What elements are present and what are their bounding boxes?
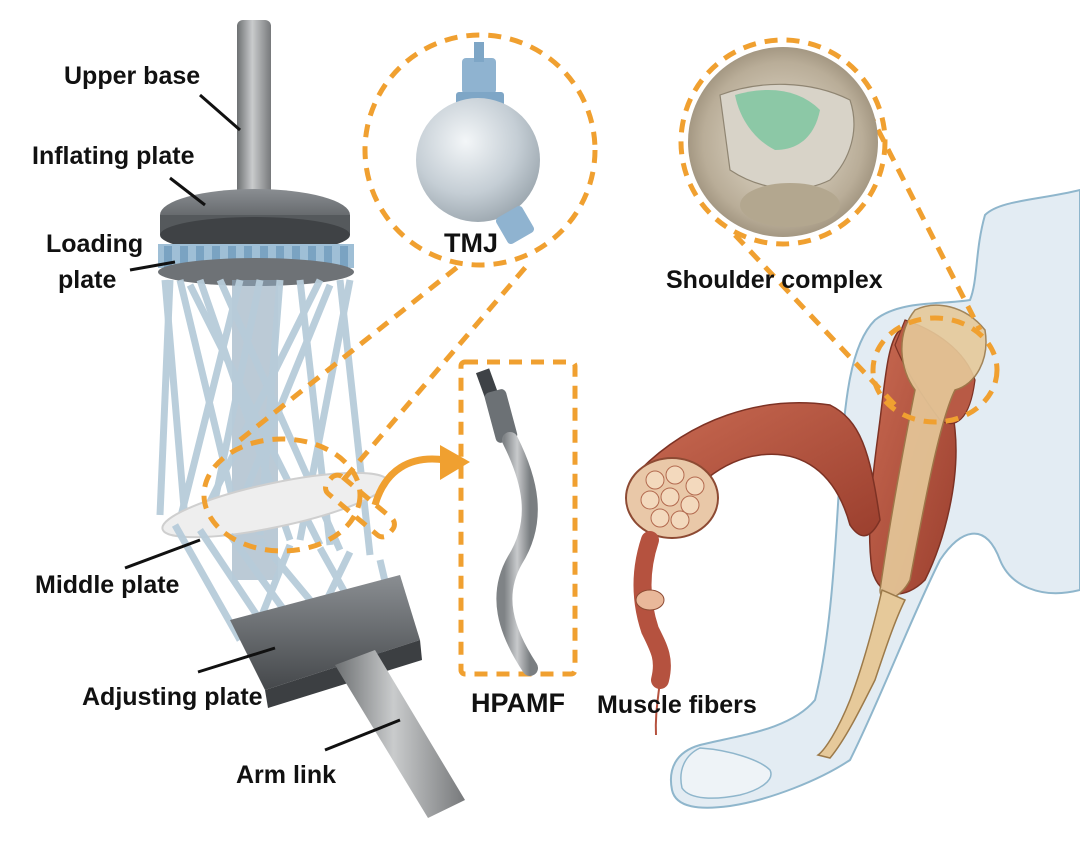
muscle-bundle-body [639, 402, 881, 537]
tmj-joint-illustration [416, 42, 540, 245]
muscle-fascicles [640, 465, 705, 530]
robot-tube-box [323, 472, 397, 540]
robot-detail-ellipse [201, 436, 363, 554]
label-upper-base: Upper base [64, 62, 200, 90]
label-muscle-fibers: Muscle fibers [597, 691, 757, 719]
label-loading-plate-line1: Loading [46, 230, 143, 258]
tmj-ball [416, 98, 540, 222]
label-inflating-plate: Inflating plate [32, 142, 195, 170]
hpamf-hose [496, 432, 538, 676]
muscle-fiber-bundle [625, 402, 881, 736]
hand-outline [680, 747, 772, 799]
label-tmj: TMJ [444, 228, 498, 258]
single-fiber-thread [654, 679, 661, 736]
upper-base-rod [237, 20, 271, 235]
robot-arm-render [156, 20, 465, 818]
humerus-bone [879, 304, 987, 600]
muscle-fiber-strand [633, 531, 671, 689]
hpamf-arrow [371, 445, 470, 507]
forearm-bones [816, 588, 907, 759]
label-adjusting-plate: Adjusting plate [82, 683, 263, 711]
fiber-cross-section [635, 589, 665, 611]
label-hpamf: HPAMF [471, 688, 565, 718]
label-loading-plate-line2: plate [58, 266, 116, 294]
label-shoulder-complex: Shoulder complex [666, 266, 883, 294]
shoulder-zoom-circle [678, 37, 888, 247]
callout-lines [201, 32, 1000, 677]
label-middle-plate: Middle plate [35, 571, 180, 599]
leader-lines [124, 93, 401, 752]
hpamf-single-illustration [475, 368, 538, 676]
label-arm-link: Arm link [236, 761, 336, 789]
adjusting-plate [230, 575, 420, 690]
arm-link-rod [335, 650, 465, 818]
shoulder-detail-ellipse [870, 315, 1000, 425]
shoulder-complex-illustration [688, 47, 878, 237]
tmj-zoom-circle [362, 32, 598, 268]
shoulder-ligament [735, 90, 820, 150]
hpamf-zoom-box [458, 359, 578, 677]
